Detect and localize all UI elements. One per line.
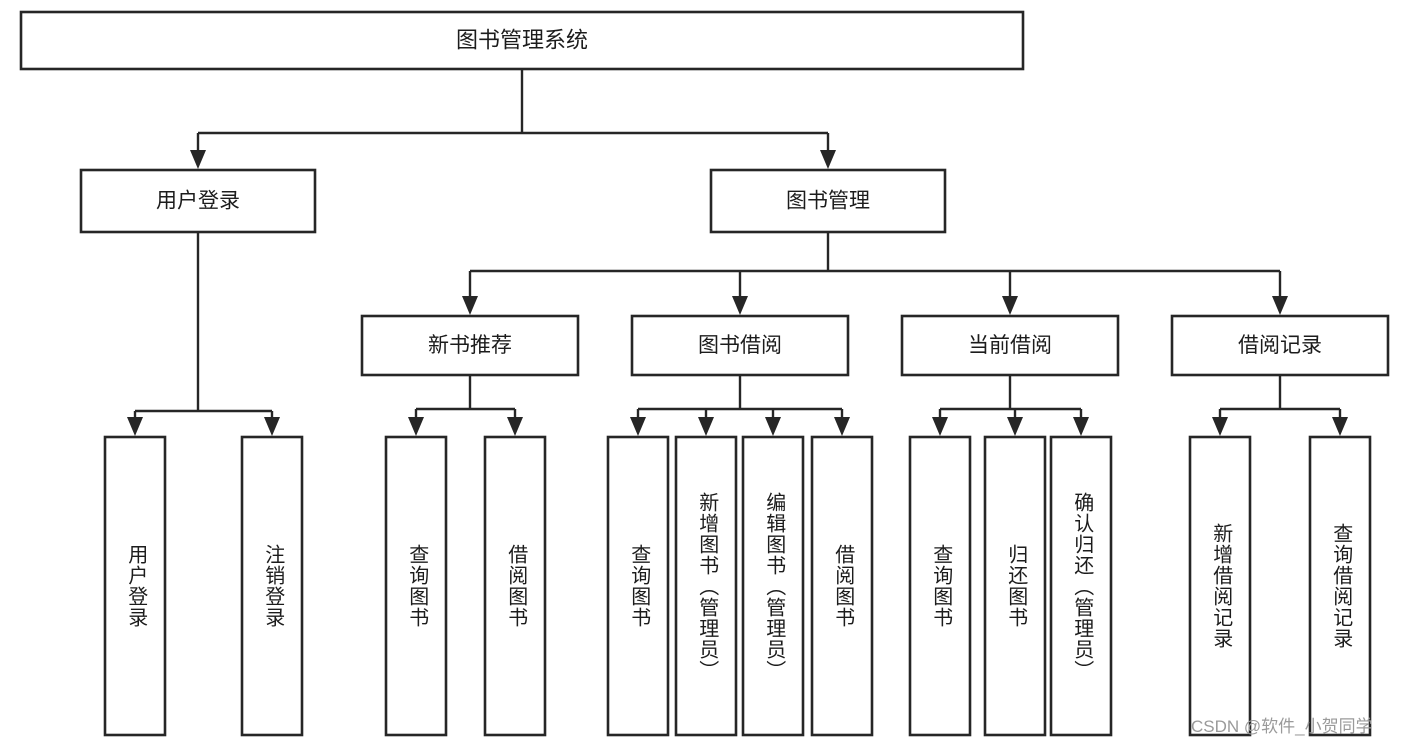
arrow-head-icon: [1212, 417, 1228, 436]
node-label-l3_3: 借阅记录: [1238, 334, 1322, 357]
arrow-head-icon: [264, 417, 280, 436]
arrow-head-icon: [1332, 417, 1348, 436]
node-label-root: 图书管理系统: [456, 27, 588, 52]
node-box-root[interactable]: [19, 10, 1025, 71]
arrow-head-icon: [820, 150, 836, 169]
arrow-head-icon: [1073, 417, 1089, 436]
node-label-l3_1: 图书借阅: [698, 334, 782, 357]
arrow-head-icon: [834, 417, 850, 436]
arrow-head-icon: [765, 417, 781, 436]
node-box-leaf_9[interactable]: [983, 435, 1047, 737]
arrow-head-icon: [462, 296, 478, 315]
node-box-leaf_7[interactable]: [810, 435, 874, 737]
node-box-leaf_10[interactable]: [1049, 435, 1113, 737]
node-box-leaf_6[interactable]: [741, 435, 805, 737]
arrow-head-icon: [127, 417, 143, 436]
arrow-head-icon: [507, 417, 523, 436]
node-box-l3_2[interactable]: [900, 314, 1120, 377]
connector-layer: [127, 69, 1348, 436]
node-label-l2_1: 图书管理: [786, 190, 870, 213]
node-label-l2_0: 用户登录: [156, 190, 240, 213]
arrow-head-icon: [698, 417, 714, 436]
node-label-l3_2: 当前借阅: [968, 334, 1052, 357]
arrow-head-icon: [408, 417, 424, 436]
arrow-head-icon: [630, 417, 646, 436]
arrow-head-icon: [190, 150, 206, 169]
arrow-head-icon: [932, 417, 948, 436]
arrow-head-icon: [1272, 296, 1288, 315]
node-box-l3_1[interactable]: [630, 314, 850, 377]
node-box-l3_3[interactable]: [1170, 314, 1390, 377]
node-box-leaf_12[interactable]: [1308, 435, 1372, 737]
node-box-leaf_2[interactable]: [384, 435, 448, 737]
node-box-layer: [19, 10, 1390, 737]
node-box-l2_1[interactable]: [709, 168, 947, 234]
arrow-head-icon: [1002, 296, 1018, 315]
node-box-leaf_1[interactable]: [240, 435, 304, 737]
node-box-leaf_5[interactable]: [674, 435, 738, 737]
node-box-l2_0[interactable]: [79, 168, 317, 234]
node-box-leaf_4[interactable]: [606, 435, 670, 737]
arrow-head-icon: [732, 296, 748, 315]
node-box-l3_0[interactable]: [360, 314, 580, 377]
node-label-l3_0: 新书推荐: [428, 334, 512, 357]
node-box-leaf_11[interactable]: [1188, 435, 1252, 737]
node-box-leaf_8[interactable]: [908, 435, 972, 737]
node-box-leaf_3[interactable]: [483, 435, 547, 737]
node-box-leaf_0[interactable]: [103, 435, 167, 737]
arrow-head-icon: [1007, 417, 1023, 436]
